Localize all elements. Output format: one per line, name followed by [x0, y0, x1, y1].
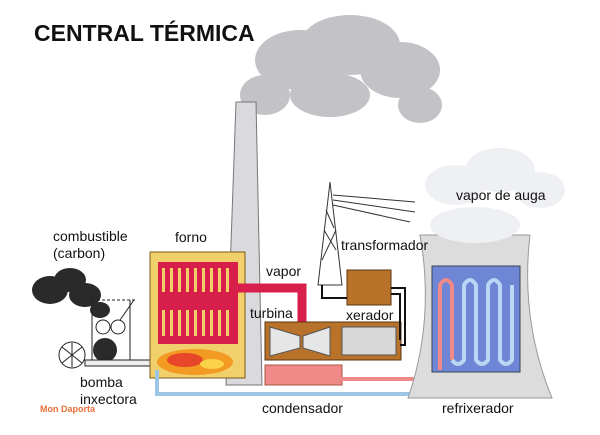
boiler-tubes	[158, 262, 238, 344]
label-fuel: combustible	[53, 228, 128, 244]
generator-box	[346, 269, 392, 306]
steam-pipe	[238, 283, 307, 325]
label-cooler: refrixerador	[442, 400, 514, 416]
author-credit: Mon Daporta	[40, 404, 95, 414]
label-pump-injector: inxectora	[80, 391, 137, 407]
cooling-coils	[438, 278, 514, 370]
label-transformer: transformador	[341, 237, 429, 253]
page-title: CENTRAL TÉRMICA	[34, 20, 255, 46]
injector-pump	[58, 341, 166, 369]
condenser	[264, 364, 343, 386]
label-steam: vapor	[266, 263, 302, 279]
label-generator: xerador	[346, 307, 394, 323]
label-condenser: condensador	[262, 400, 343, 416]
label-furnace: forno	[175, 229, 207, 245]
transmission-pylon	[317, 181, 416, 286]
coal-pile	[32, 268, 117, 362]
turbine	[269, 326, 301, 357]
power-cables	[321, 285, 406, 346]
tower-vapor	[425, 148, 565, 243]
label-pump: bomba	[80, 374, 123, 390]
coal-feeder	[91, 299, 135, 360]
label-fuel-type: (carbon)	[53, 245, 106, 261]
label-water-vapor: vapor de auga	[456, 187, 546, 203]
fire	[157, 349, 233, 375]
generator	[341, 326, 397, 356]
label-turbine: turbina	[250, 305, 293, 321]
chimney-smoke	[240, 15, 442, 123]
turbine-rotor	[302, 326, 331, 357]
